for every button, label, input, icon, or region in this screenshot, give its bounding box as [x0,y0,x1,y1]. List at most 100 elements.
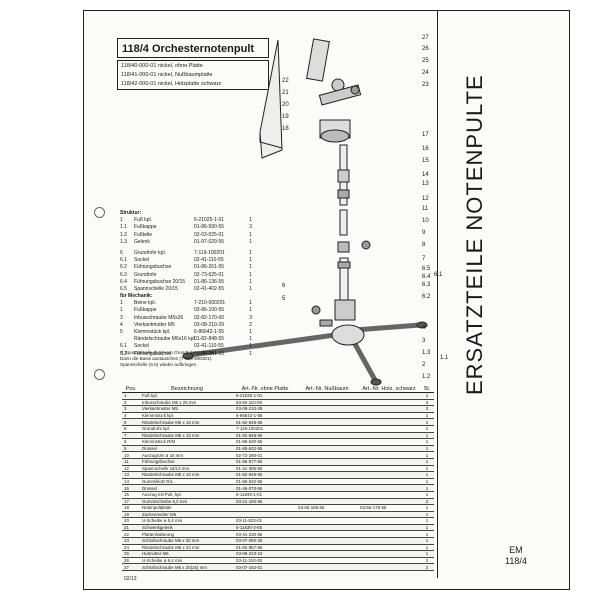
table-cell: 1 [420,484,434,492]
table-cell: Rändelschraube M6 x 16 mm [140,418,234,426]
table-cell: 01-41-395-55 [234,465,296,473]
table-cell [296,530,358,539]
table-cell: 5 [122,418,140,426]
table-cell: 1 [420,458,434,466]
table-cell: 03-07-080-25 [234,537,296,545]
table-cell: 03-08-210-29 [234,405,296,413]
table-cell: 21 [122,524,140,532]
model-title: 118/4 Orchesternotenpult [117,38,269,58]
table-cell [358,412,420,420]
note-line: Dann die Basis austauschen (7-219-600301… [120,356,213,361]
table-cell [296,498,358,506]
table-cell: U-Scheibe ø 5,4 mm [140,517,234,525]
table-cell [358,517,420,525]
section-title-vertical: ERSATZTEILE NOTENPULTE [462,74,487,395]
parts-table: Pos. Bezeichnung Art.-Nr. ohne Platte Ar… [122,386,434,572]
table-cell: 14 [122,478,140,486]
table-cell [358,432,420,440]
callout-label: 5 [282,296,286,302]
table-cell [296,550,358,558]
table-cell: 25 [122,550,140,558]
table-cell [296,524,358,532]
table-cell: 01-82-848-55 [234,418,296,426]
table-cell [358,405,420,413]
table-cell: 1 [420,530,434,539]
table-cell: 22 [122,530,140,539]
table-cell: 1 [420,517,434,525]
table-cell [296,432,358,440]
punch-hole [94,207,105,218]
variant-line: 118/41-000-01 nickel, Nußbaumplatte [121,72,213,78]
callout-label: 21 [282,90,289,96]
table-cell [358,399,420,407]
table-cell: 1 [420,471,434,479]
table-cell [358,418,420,426]
table-cell: 01-86-577-55 [234,458,296,466]
table-cell [358,511,420,519]
header-desc: Bezeichnung [140,386,234,393]
table-cell: 19 [122,511,140,519]
table-cell: 03-55-165-55 [296,504,358,512]
table-cell: 3 [420,405,434,413]
table-cell [358,478,420,486]
table-cell: 23 [122,537,140,545]
table-cell [296,484,358,492]
structure-heading: Struktur: [120,210,142,216]
table-cell: 01-86-632-55 [234,478,296,486]
table-cell [296,399,358,407]
table-cell: 6-86642-1-55 [234,412,296,420]
table-cell: Rändelschraube M6 x 22 mm [140,544,234,552]
table-cell: 17 [122,498,140,506]
table-cell [358,458,420,466]
table-cell [296,425,358,433]
column-divider [437,10,438,578]
table-cell [358,563,420,572]
table-cell: Schwenkgelenk [140,524,234,532]
table-cell: 16 [122,491,140,499]
table-cell: 3 [420,399,434,407]
callout-label: 15 [422,158,429,164]
variant-list: 118/40-000-01 nickel, ohne Platte 118/41… [117,60,269,90]
callout-label: 8 [422,242,426,248]
table-cell: 1 [420,550,434,558]
table-cell: Klemmstück kpl. [140,412,234,420]
table-cell [358,425,420,433]
callout-label: 11 [422,206,429,212]
table-cell [358,530,420,539]
table-cell: 01-82-849-55 [234,471,296,479]
header-pos: Pos. [122,386,140,393]
table-cell [296,405,358,413]
table-cell [358,557,420,565]
table-cell: 8 [122,438,140,446]
table-cell: Auszug mit Pult, kpl. [140,491,234,499]
callout-label: 1.3 [422,350,431,356]
table-cell: 18 [122,504,140,512]
table-cell: 1 [420,544,434,552]
table-cell: 01-82-848-55 [234,432,296,440]
header-qty: St. [420,386,434,393]
table-cell [234,511,296,519]
header-art-b: Art.-Nr. Nußbaum [296,386,358,393]
table-cell: 3 [122,405,140,413]
table-cell [296,392,358,400]
table-cell: Gummischeibe 5,0 mm [140,498,234,506]
table-cell: Hutmutter M6 [140,550,234,558]
table-cell [296,517,358,525]
callout-label: 12 [422,196,429,202]
